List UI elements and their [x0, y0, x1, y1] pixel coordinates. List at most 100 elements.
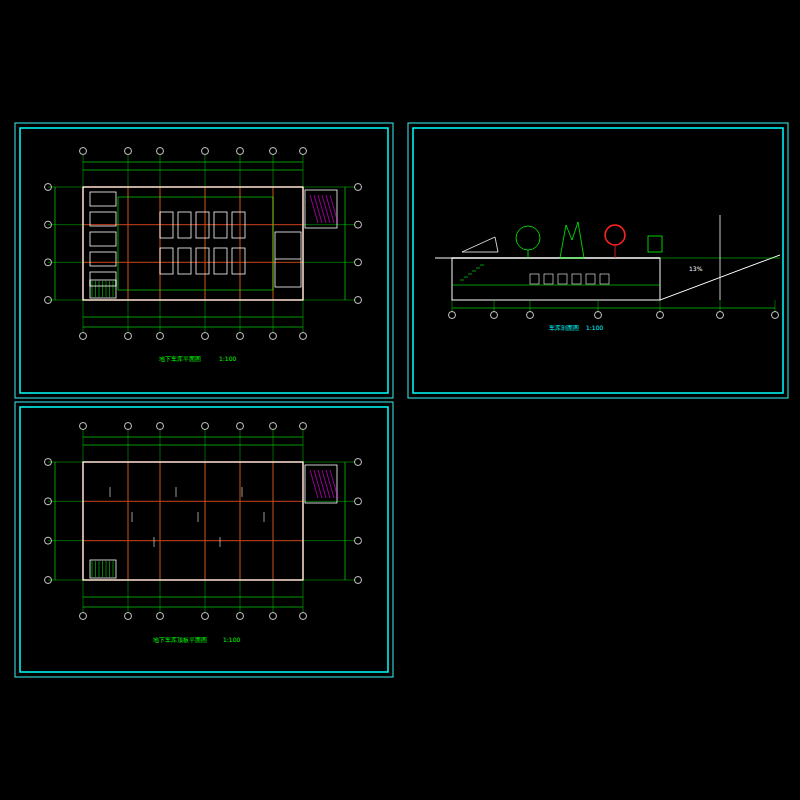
dimension-line — [83, 437, 303, 438]
shrub-symbol — [560, 222, 584, 258]
ramp-hatch — [322, 195, 330, 223]
axis-bubble — [355, 537, 362, 544]
slope-mark — [110, 487, 111, 497]
axis-bubble — [527, 312, 534, 319]
car-symbol — [530, 274, 539, 284]
axis-line — [240, 155, 241, 332]
axis-bubble — [157, 613, 164, 620]
axis-bubble — [125, 148, 132, 155]
car-symbol — [214, 212, 227, 238]
drawing-title: 地下车库顶板平面图 — [152, 637, 208, 643]
ramp — [305, 190, 337, 228]
ramp-hatch — [318, 470, 326, 498]
stair-tread — [99, 561, 100, 577]
building-outline — [83, 462, 303, 580]
dimension-line — [83, 317, 303, 318]
axis-bubble — [237, 148, 244, 155]
slope-mark — [242, 487, 243, 497]
axis-bubble — [125, 613, 132, 620]
axis-line — [160, 155, 161, 332]
grid-line — [205, 462, 206, 580]
axis-bubble — [45, 297, 52, 304]
axis-bubble — [125, 333, 132, 340]
axis-line — [48, 224, 355, 225]
stair — [90, 560, 116, 578]
sheet-frame — [20, 128, 388, 393]
sheet-frame — [20, 407, 388, 672]
axis-line — [160, 430, 161, 612]
car-symbol — [232, 248, 245, 274]
slope-mark — [176, 487, 177, 497]
axis-line — [452, 300, 453, 312]
ramp-hatch — [330, 195, 338, 223]
dimension-line — [345, 187, 346, 300]
axis-bubble — [202, 333, 209, 340]
car-symbol — [90, 252, 116, 266]
car-symbol — [232, 212, 245, 238]
stair-tread — [92, 561, 93, 577]
axis-bubble — [45, 577, 52, 584]
axis-bubble — [45, 537, 52, 544]
axis-bubble — [772, 312, 779, 319]
car-symbol — [90, 212, 116, 226]
axis-bubble — [270, 148, 277, 155]
stair-tread — [113, 281, 114, 297]
tree-trunk — [615, 245, 616, 258]
car-symbol — [600, 274, 609, 284]
axis-bubble — [355, 297, 362, 304]
slope-mark — [220, 537, 221, 547]
axis-bubble — [355, 221, 362, 228]
axis-bubble — [270, 423, 277, 430]
car-symbol — [160, 248, 173, 274]
scale-note: 1:100 — [222, 637, 241, 643]
axis-line — [205, 430, 206, 612]
sheet-frame — [15, 402, 393, 677]
dimension-line — [55, 462, 56, 580]
grid-line — [160, 187, 161, 300]
stair-tread — [95, 281, 96, 297]
room-wall — [275, 259, 301, 260]
axis-bubble — [270, 333, 277, 340]
driveway — [118, 197, 273, 290]
axis-line — [48, 540, 355, 541]
sheet-frame — [15, 123, 393, 398]
axis-bubble — [300, 613, 307, 620]
dimension-line — [83, 327, 303, 328]
stair-tread — [468, 274, 472, 275]
axis-bubble — [202, 613, 209, 620]
car-symbol — [178, 212, 191, 238]
axis-line — [660, 300, 661, 312]
axis-line — [530, 300, 531, 312]
ramp-hatch — [314, 195, 322, 223]
axis-bubble — [80, 613, 87, 620]
car-symbol — [178, 248, 191, 274]
grid-line — [83, 501, 303, 502]
car-symbol — [586, 274, 595, 284]
building-outline — [83, 187, 303, 300]
axis-line — [128, 430, 129, 612]
axis-line — [48, 262, 355, 263]
dimension-line — [83, 162, 303, 163]
car-symbol — [196, 248, 209, 274]
stair-tread — [476, 268, 480, 269]
stair-tread — [102, 561, 103, 577]
stair-tread — [106, 561, 107, 577]
ramp-hatch — [310, 195, 318, 223]
stair-tread — [95, 561, 96, 577]
axis-bubble — [491, 312, 498, 319]
axis-bubble — [202, 423, 209, 430]
slope-mark — [132, 512, 133, 522]
car-symbol — [558, 274, 567, 284]
grid-line — [83, 540, 303, 541]
slope-mark — [154, 537, 155, 547]
axis-bubble — [157, 148, 164, 155]
slope-mark — [264, 512, 265, 522]
scale-note: 1:100 — [585, 325, 604, 331]
ramp-hatch — [322, 470, 330, 498]
axis-bubble — [157, 423, 164, 430]
axis-bubble — [125, 423, 132, 430]
axis-line — [48, 501, 355, 502]
stair-tread — [109, 561, 110, 577]
axis-bubble — [355, 259, 362, 266]
car-symbol — [572, 274, 581, 284]
